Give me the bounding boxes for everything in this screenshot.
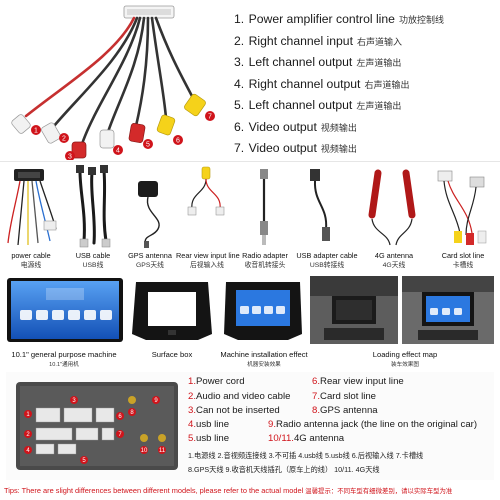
accessory-power-cable: power cable 电源线 (0, 163, 62, 273)
accessory-label-zh: USB转接线 (309, 262, 345, 269)
usb-cable-image (76, 165, 111, 248)
wiring-legend-item: 4.usb line (188, 419, 230, 430)
accessory-label-zh: 电源线 (20, 262, 42, 269)
harness-number: 2 (62, 136, 66, 143)
board-number: 2 (26, 432, 30, 438)
accessory-label: GPS antenna (128, 251, 172, 260)
wiring-legend-item: 9.Radio antenna jack (the line on the or… (268, 419, 478, 430)
rear-view-line-image (187, 166, 225, 216)
gps-antenna-image (138, 181, 160, 248)
product-caption: Surface box (151, 350, 193, 359)
board-number: 8 (130, 410, 134, 416)
board-number: 5 (82, 458, 86, 464)
board-number: 6 (118, 414, 122, 420)
harness-number: 6 (176, 138, 180, 145)
board-number: 9 (154, 398, 158, 404)
wiring-legend-item: 3.Can not be inserted (188, 405, 280, 416)
head-unit-image (7, 278, 123, 342)
harness-number: 7 (208, 114, 212, 121)
accessory-label-zh: 收音机转接头 (244, 262, 286, 269)
accessory-label: power cable (11, 251, 51, 260)
wiring-legend-item: 2.Audio and video cable (188, 391, 291, 402)
divider (0, 161, 500, 162)
car-interior-image (310, 276, 398, 344)
tips-note: Tips: There are slight differences betwe… (4, 486, 453, 495)
accessory-radio-adapter: Radio adapter 收音机转接头 (238, 163, 292, 273)
back-panel-image: 1 2 3 4 5 6 7 8 9 10 11 (16, 382, 178, 470)
rca-harness-image: 1 2 3 4 5 6 7 (11, 5, 215, 161)
accessory-label: 4G antenna (374, 251, 414, 260)
power-cable-image (7, 169, 57, 246)
harness-number: 1 (34, 128, 38, 135)
accessory-usb-adapter-cable: USB adapter cable USB转接线 (292, 163, 362, 273)
accessory-card-slot-line: Card slot line 卡槽线 (426, 163, 500, 273)
board-number: 7 (118, 432, 122, 438)
accessory-usb-cable: USB cable USB线 (62, 163, 124, 273)
wiring-legend-item: 5.usb line (188, 433, 230, 444)
board-number: 10 (141, 448, 148, 454)
harness-number: 3 (68, 154, 72, 161)
harness-number: 4 (116, 148, 120, 155)
wiring-legend-item: 6.Rear view input line (312, 376, 404, 387)
accessory-label: Card slot line (441, 251, 485, 260)
card-slot-line-image (437, 170, 487, 245)
accessory-label-zh: 4G天线 (382, 262, 406, 269)
surface-box-image (132, 282, 212, 340)
board-number: 11 (159, 448, 166, 454)
accessory-rear-view-input-line: Rear view input line 后视输入线 (176, 163, 240, 273)
installed-unit-image (224, 282, 302, 340)
product-caption: 10.1" general purpose machine 10.1"通用机 (11, 350, 117, 368)
accessory-label-zh: USB线 (82, 262, 104, 269)
accessory-label: Radio adapter (242, 251, 288, 260)
product-caption: Loading effect map 装车效果图 (372, 350, 438, 368)
accessory-label-zh: GPS天线 (136, 262, 164, 269)
accessory-label: USB adapter cable (296, 251, 358, 260)
wiring-legend-zh-line: 8.GPS天线 9.收音机天线插孔（原车上的线） 10/11. 4G天线 (188, 465, 380, 474)
accessory-4g-antenna: 4G antenna 4G天线 (362, 163, 426, 273)
usb-adapter-cable-image (310, 169, 330, 241)
accessory-label-zh: 后视输入线 (190, 262, 224, 269)
board-number: 4 (26, 448, 30, 454)
wiring-legend-item: 8.GPS antenna (312, 405, 378, 416)
product-caption: Machine installation effect 机器安装效果 (220, 350, 308, 368)
wiring-legend-zh-line: 1.电源线 2.音视频连接线 3.不可插 4.usb线 5.usb线 6.后视输… (188, 451, 424, 460)
wiring-legend-item: 7.Card slot line (312, 391, 377, 402)
board-number: 3 (72, 398, 76, 404)
wiring-legend-item: 10/11.4G antenna (268, 433, 345, 444)
accessory-label: USB cable (75, 251, 111, 260)
harness-number: 5 (146, 142, 150, 149)
wiring-legend-item: 1.Power cord (188, 376, 245, 387)
4g-antenna-image (368, 169, 416, 246)
radio-adapter-image (260, 169, 268, 245)
board-number: 1 (26, 412, 30, 418)
accessory-label: Rear view input line (176, 251, 240, 260)
accessory-gps-antenna: GPS antenna GPS天线 (124, 163, 176, 273)
car-loaded-image (402, 276, 494, 344)
accessory-label-zh: 卡槽线 (452, 262, 474, 269)
